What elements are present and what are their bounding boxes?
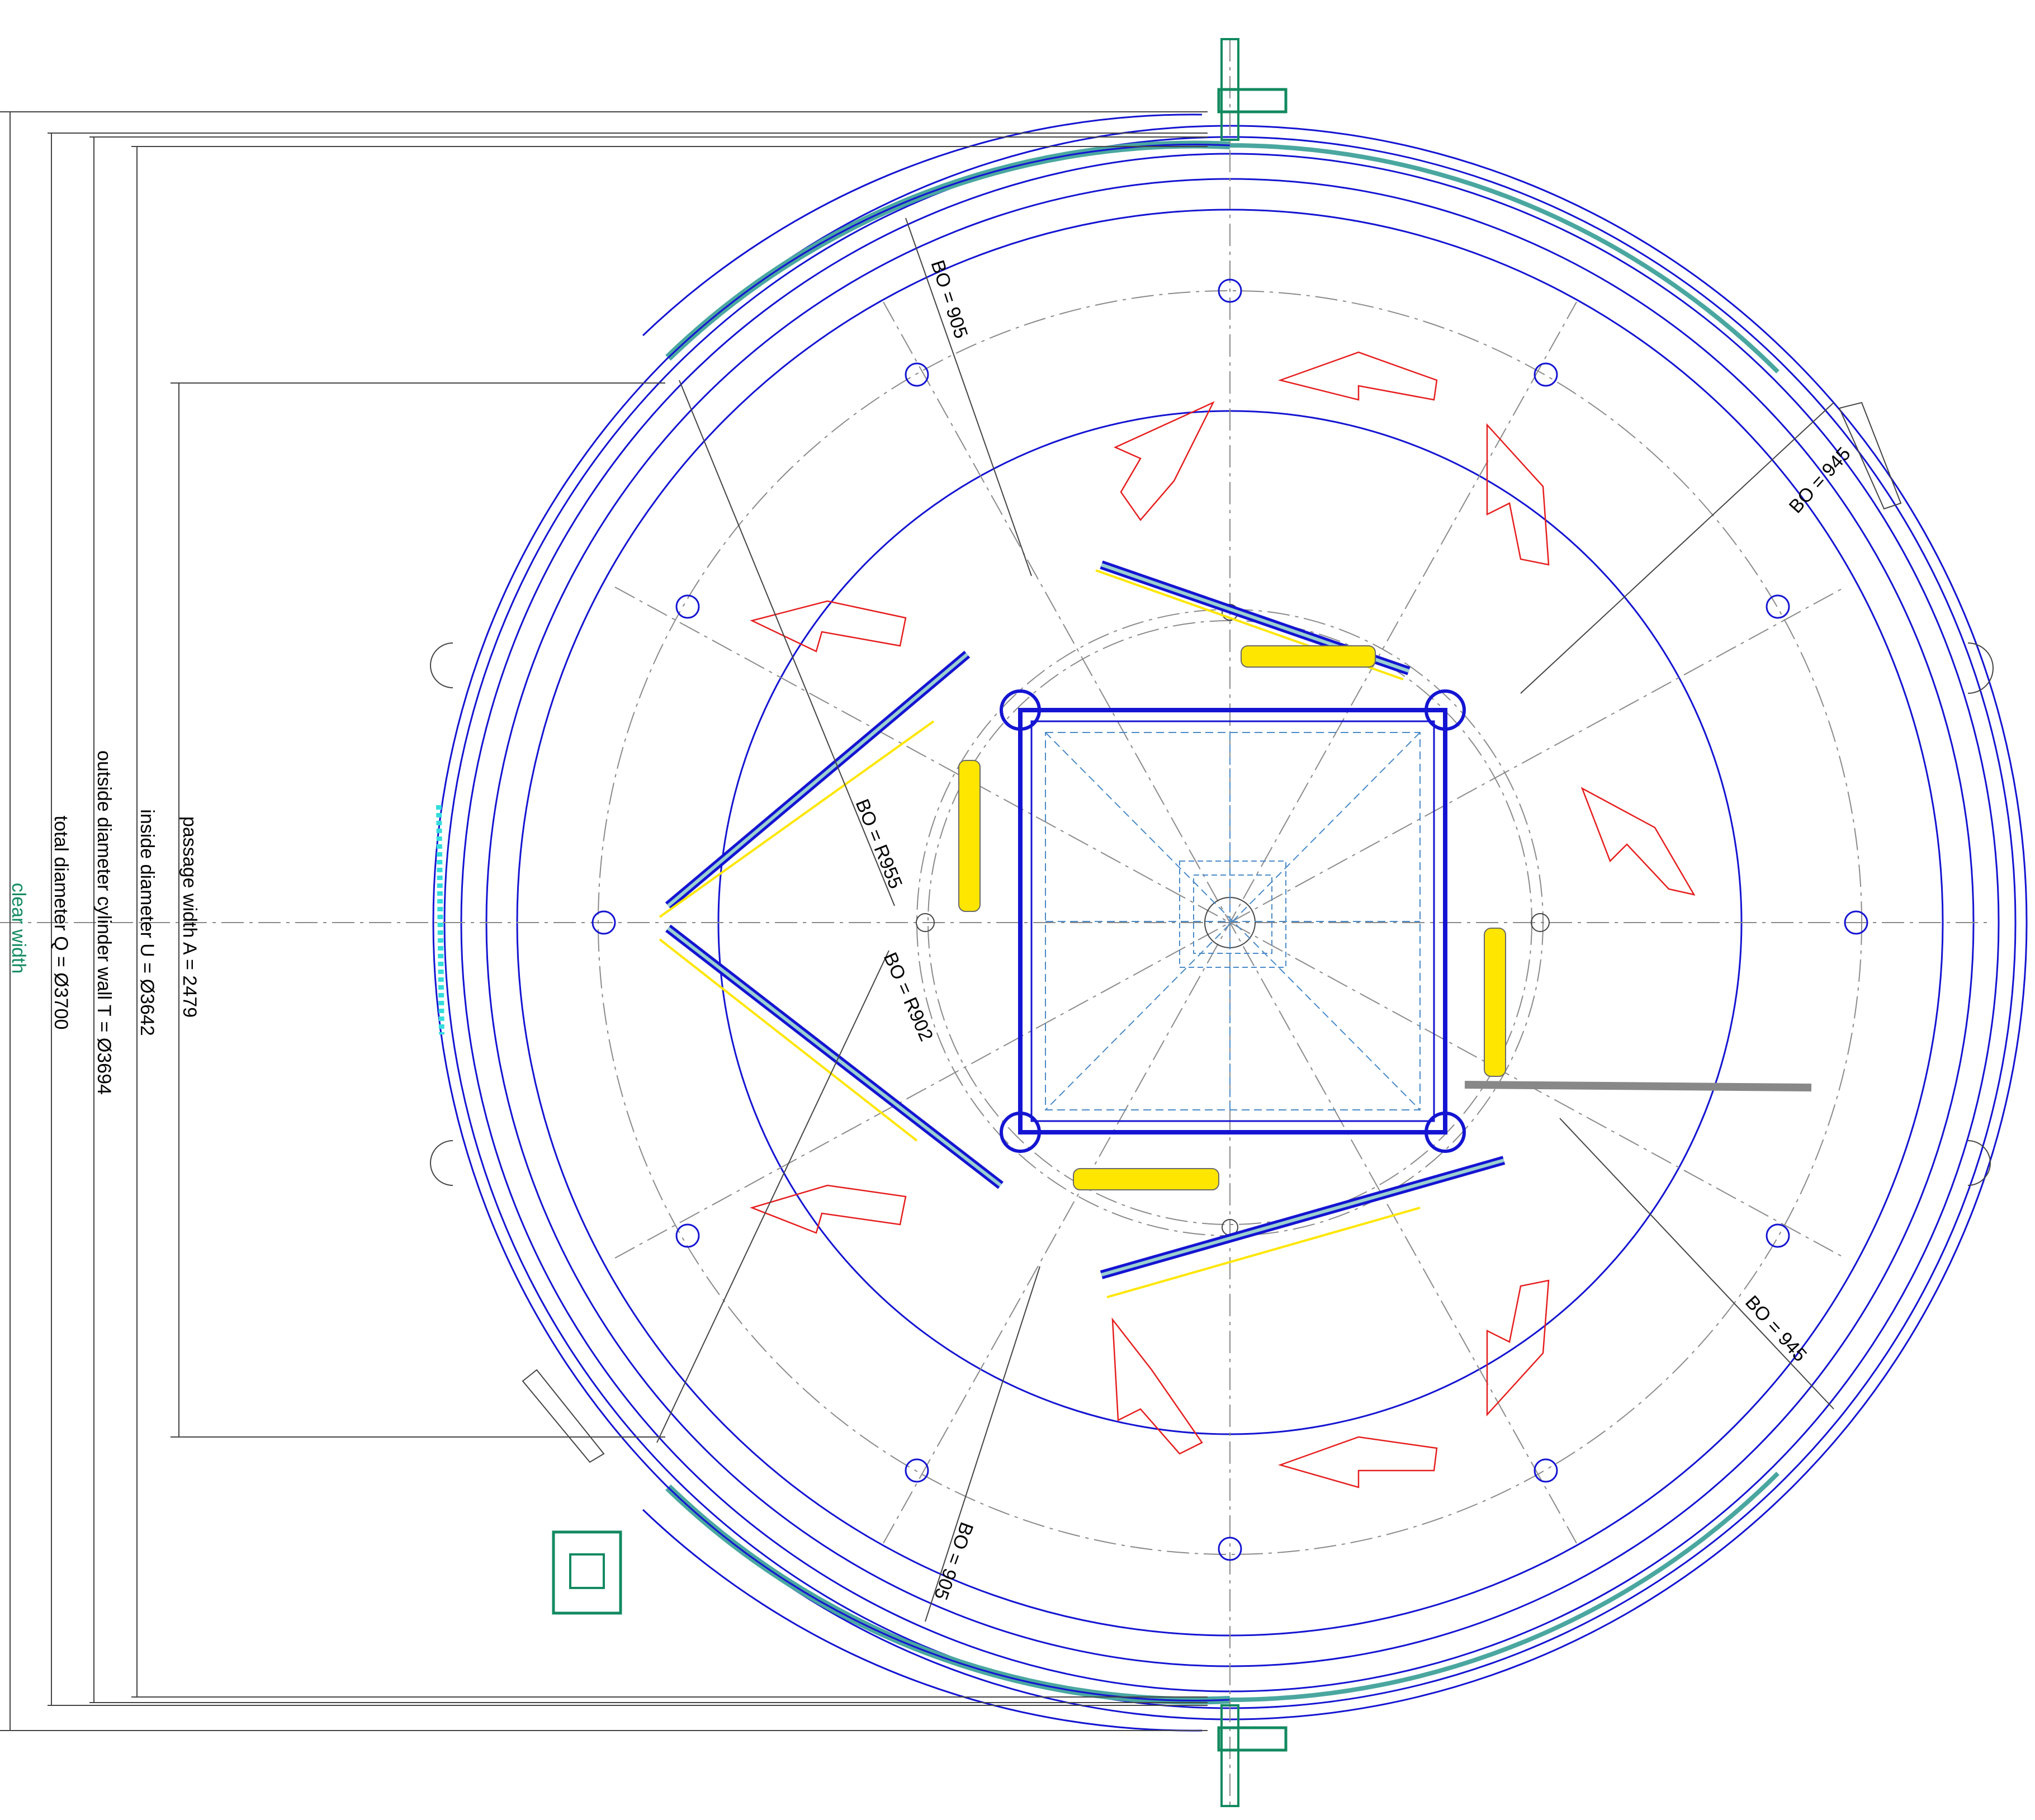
outside-diameter-label: outside diameter cylinder wall T = Ø3694 (93, 750, 115, 1095)
rotation-arrows (750, 351, 1696, 1488)
passage-width-label: passage width A = 2479 (179, 816, 200, 1018)
pivot-bearings (552, 38, 1288, 1807)
total-diameter-label: total diameter Q = Ø3700 (50, 816, 72, 1030)
side-handles (430, 401, 1994, 1463)
bo-945-right-top-label: BO = 945 (1785, 443, 1855, 517)
brush-panels (958, 645, 1506, 1190)
door-wings (659, 560, 1812, 1298)
cyan-marker (436, 805, 444, 1035)
bo-r902-label: BO = R902 (879, 949, 938, 1044)
bo-905-top-label: BO = 905 (926, 258, 972, 341)
bolt-holes (591, 278, 1868, 1561)
bo-r955-label: BO = R955 (851, 796, 907, 892)
center-drum (1000, 689, 1466, 1153)
bo-905-bottom-label: BO = 905 (930, 1519, 977, 1602)
centerlines (0, 39, 1990, 1806)
bo-945-right-bottom-label: BO = 945 (1741, 1292, 1811, 1366)
dimension-lines (0, 111, 1834, 1731)
inside-diameter-label: inside diameter U = Ø3642 (136, 809, 158, 1036)
clear-width-label: clear width (8, 883, 29, 974)
